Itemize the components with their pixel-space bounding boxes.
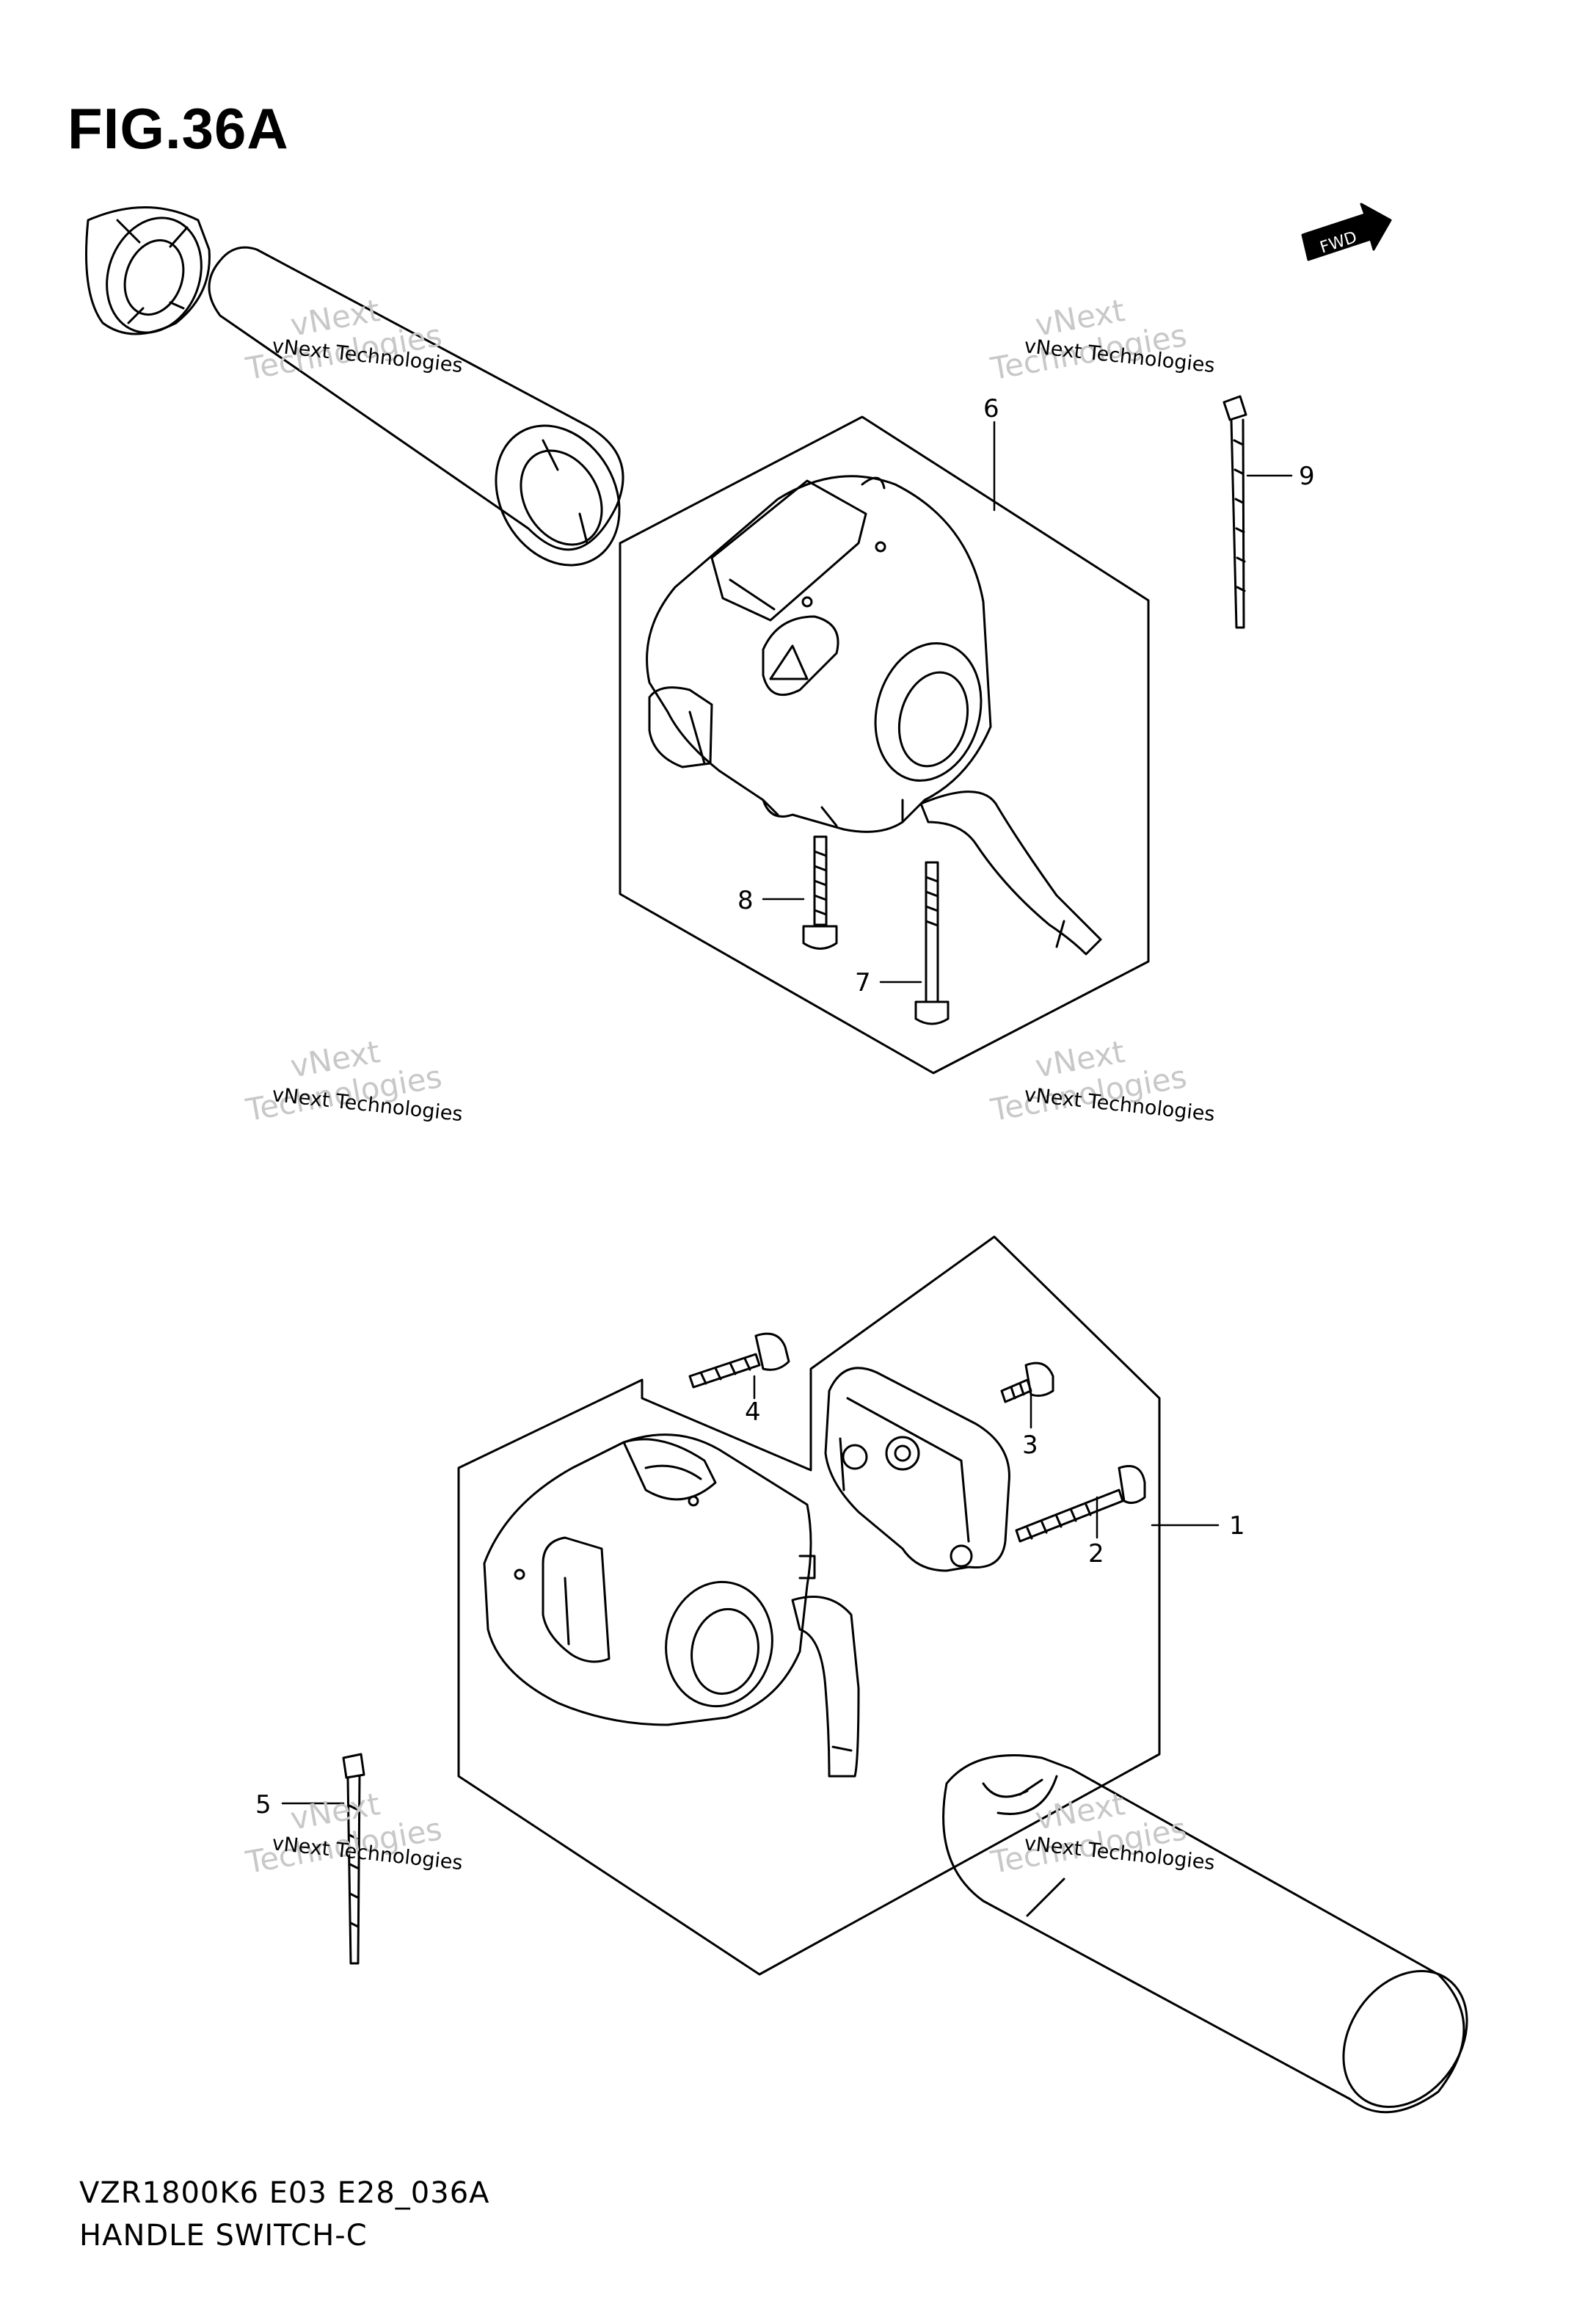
- callout-2: 2: [1088, 1539, 1104, 1568]
- handle-switch-left-cable: [791, 1596, 860, 1778]
- handle-switch-left-box: [457, 1235, 1161, 1976]
- grip-end-ring[interactable]: [85, 205, 217, 346]
- screw-2[interactable]: [1015, 1465, 1146, 1543]
- grip-lower[interactable]: [942, 1754, 1493, 2131]
- callout-5: 5: [255, 1790, 272, 1820]
- handle-switch-left-housing[interactable]: [483, 1433, 816, 1726]
- watermarks: vNext Technologies vNext Technologies vN…: [243, 292, 1189, 1880]
- callout-8: 8: [737, 886, 754, 915]
- cable-tie-upper[interactable]: [1222, 395, 1247, 629]
- handle-switch-right-cable: [919, 790, 1102, 956]
- callout-numbers: 6 9 8 7 4 3 2 1 5: [255, 394, 1315, 1820]
- callout-leaders: [281, 421, 1293, 1805]
- switch-mounting-plate[interactable]: [824, 1367, 1010, 1572]
- callout-9: 9: [1299, 462, 1315, 491]
- screw-8[interactable]: [802, 835, 838, 950]
- screw-3[interactable]: [1000, 1362, 1054, 1403]
- screw-4[interactable]: [688, 1332, 790, 1389]
- callout-6: 6: [983, 394, 999, 423]
- handle-switch-right-box: [619, 415, 1150, 1075]
- screw-7[interactable]: [914, 861, 950, 1025]
- fwd-direction-badge: FWD: [1301, 203, 1392, 261]
- watermark-captions: vNext Technologies vNext Technologies vN…: [271, 335, 1216, 1875]
- callout-1: 1: [1229, 1511, 1245, 1541]
- callout-4: 4: [745, 1397, 761, 1427]
- diagram-name: HANDLE SWITCH-C: [79, 2219, 368, 2253]
- callout-3: 3: [1022, 1431, 1038, 1460]
- callout-7: 7: [855, 968, 871, 997]
- model-code: VZR1800K6 E03 E28_036A: [79, 2176, 490, 2210]
- handle-switch-right-housing[interactable]: [646, 475, 996, 833]
- cable-tie-lower[interactable]: [342, 1753, 365, 1965]
- grip-upper[interactable]: [208, 246, 644, 587]
- figure-title: FIG.36A: [68, 96, 289, 161]
